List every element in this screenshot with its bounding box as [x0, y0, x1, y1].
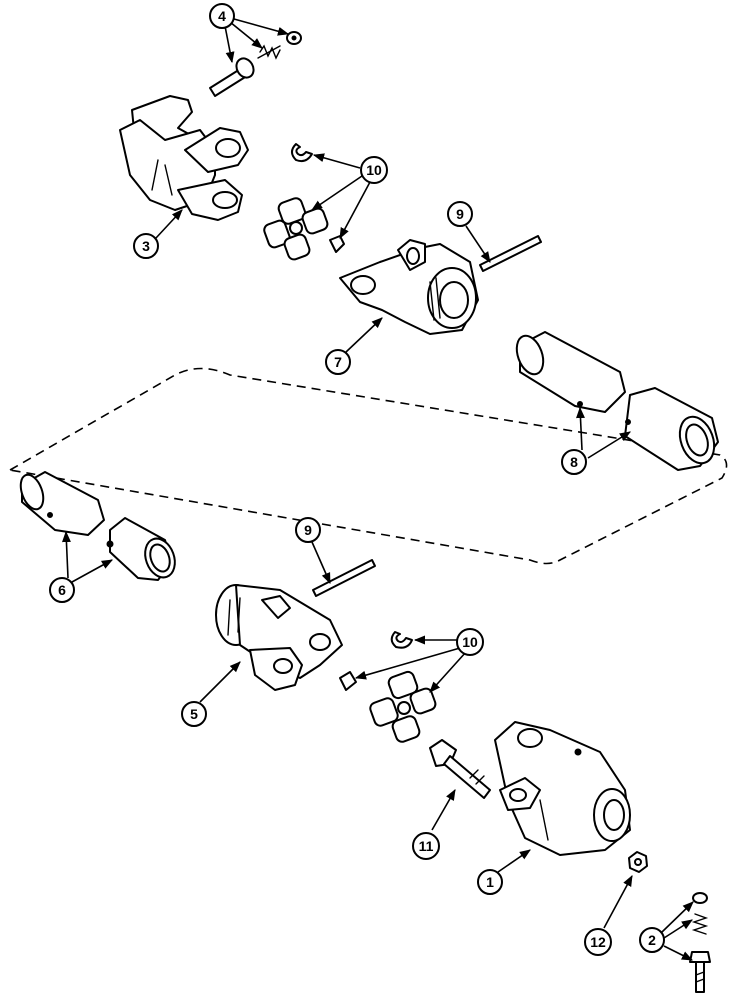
- callout-9-top: 9: [447, 201, 473, 227]
- callout-5: 5: [181, 701, 207, 727]
- tube-6-outer: [19, 471, 105, 536]
- washer-2: [692, 892, 708, 904]
- svg-text:10: 10: [366, 162, 382, 178]
- callout-10-bottom: 10: [456, 628, 484, 656]
- grease-fitting-10-bottom: [339, 671, 357, 691]
- svg-text:10: 10: [462, 634, 478, 650]
- callout-6: 6: [49, 577, 75, 603]
- callout-10-top: 10: [360, 156, 388, 184]
- snap-ring-10-bottom: [390, 631, 413, 649]
- tube-yoke-7: [339, 239, 479, 335]
- callout-9-bottom: 9: [295, 517, 321, 543]
- callout-8: 8: [561, 449, 587, 475]
- svg-text:12: 12: [590, 934, 606, 950]
- svg-text:3: 3: [142, 238, 150, 254]
- bolt-2: [689, 951, 711, 993]
- tube-6-inner: [106, 517, 176, 581]
- nut-12: [628, 851, 648, 873]
- spring-2: [691, 913, 709, 935]
- svg-text:1: 1: [486, 874, 494, 890]
- tube-8-inner: [624, 387, 719, 471]
- hub-yoke-1: [494, 721, 631, 856]
- callout-2: 2: [639, 927, 665, 953]
- bolt-4: [209, 57, 255, 97]
- pin-9-top: [479, 235, 542, 272]
- washer-nut-4: [286, 31, 302, 45]
- bolt-spring-nut-group-top: [209, 31, 302, 97]
- snap-ring-10-top: [291, 143, 313, 163]
- svg-text:4: 4: [218, 8, 226, 24]
- svg-text:2: 2: [648, 932, 656, 948]
- svg-text:5: 5: [190, 706, 198, 722]
- callout-3: 3: [133, 233, 159, 259]
- yoke-3: [119, 95, 249, 221]
- svg-text:7: 7: [334, 354, 342, 370]
- svg-text:9: 9: [456, 206, 464, 222]
- callout-1: 1: [477, 869, 503, 895]
- pin-9-bottom: [312, 559, 376, 597]
- optional-parts-boundary: [9, 367, 728, 565]
- callout-4: 4: [209, 3, 235, 29]
- leader-lines: [61, 18, 694, 961]
- svg-text:8: 8: [570, 454, 578, 470]
- svg-text:11: 11: [419, 838, 434, 854]
- callout-11: 11: [412, 832, 440, 860]
- svg-text:6: 6: [58, 582, 66, 598]
- universal-cross-10-bottom: [369, 670, 437, 743]
- tube-8-outer: [515, 331, 626, 413]
- callout-7: 7: [325, 349, 351, 375]
- universal-cross-10-top: [263, 197, 329, 261]
- bolt-11: [429, 739, 491, 799]
- spring-4: [257, 44, 281, 60]
- tube-yoke-5: [215, 584, 343, 691]
- grease-fitting-10-top: [329, 235, 345, 253]
- svg-text:9: 9: [304, 522, 312, 538]
- callout-12: 12: [584, 928, 612, 956]
